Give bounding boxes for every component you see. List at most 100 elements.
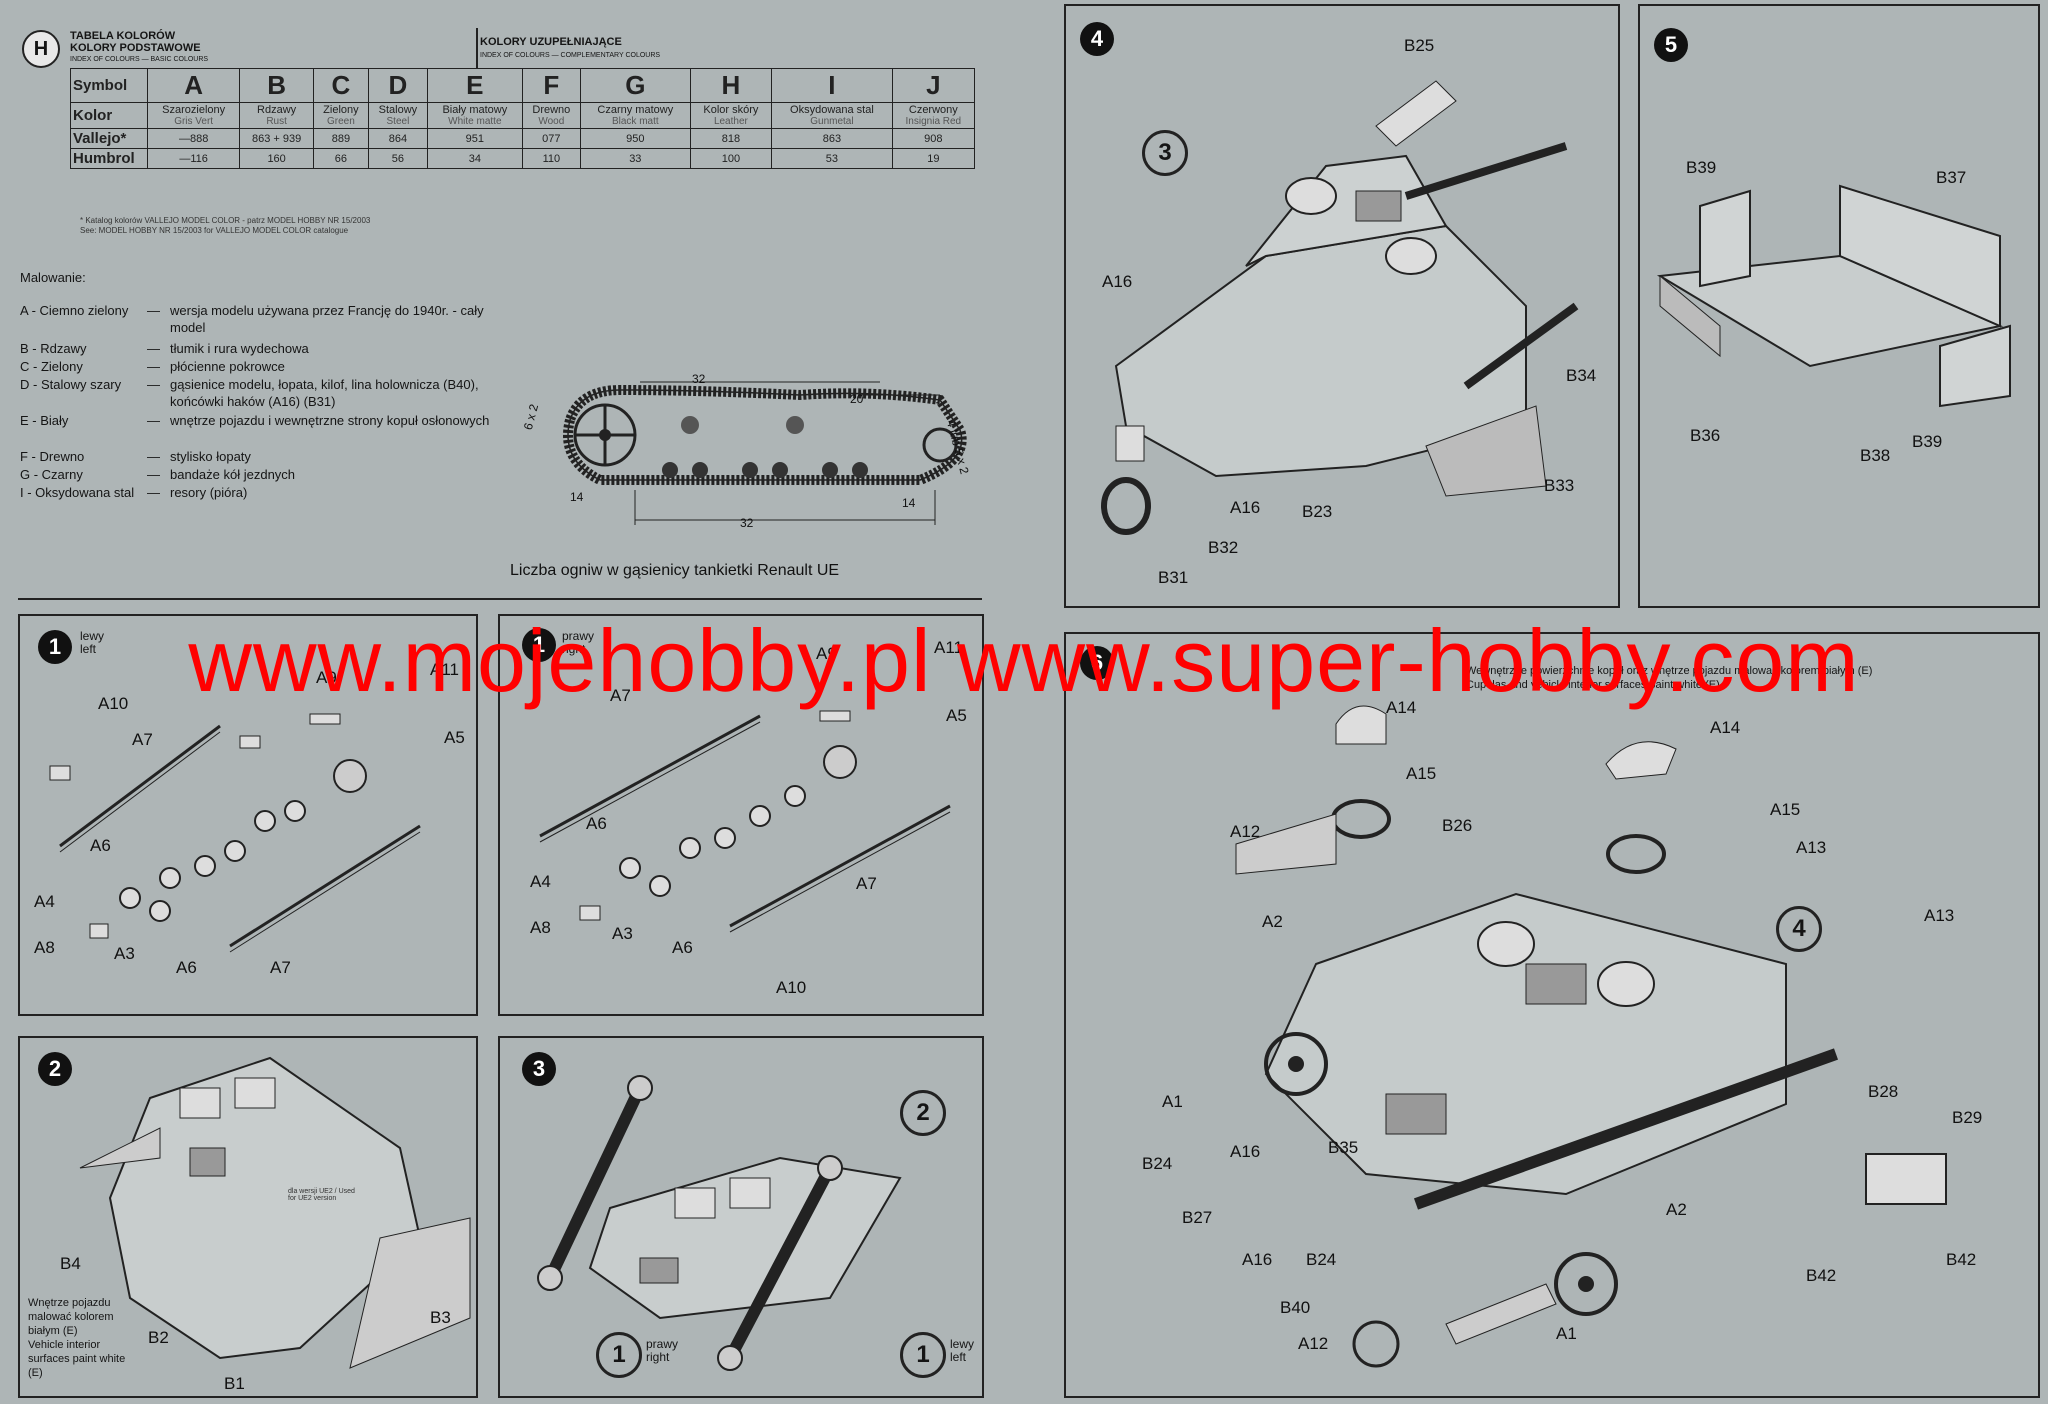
part-label: A9	[316, 668, 337, 687]
paint-value: tłumik i rura wydechowa	[170, 341, 309, 356]
part-label: B33	[1544, 476, 1575, 495]
color-pl: Rdzawy	[257, 104, 297, 116]
side-en: left	[950, 1350, 967, 1364]
vallejo-cell: —888	[146, 128, 241, 149]
part-label: B1	[224, 1374, 245, 1393]
step-3-number: 3	[522, 1052, 556, 1086]
part-label: A16	[1230, 498, 1261, 517]
col-letter: G	[579, 68, 691, 103]
paint-key: I - Oksydowana stal	[20, 485, 135, 500]
comp-sub-en: INDEX OF COLOURS — COMPLEMENTARY COLOURS	[480, 52, 661, 59]
step-1-right-side: prawy right	[562, 630, 594, 656]
track-top-count: 32	[692, 372, 706, 386]
part-label: B38	[1860, 446, 1891, 465]
part-label: A1	[1556, 1324, 1577, 1343]
part-label: A3	[612, 924, 633, 943]
humbrol-cell: —116	[146, 148, 241, 169]
part-label: A6	[672, 938, 693, 957]
row-label-symbol: Symbol	[70, 68, 148, 103]
step-4-ref-3: 3	[1142, 130, 1188, 176]
part-label: A6	[586, 814, 607, 833]
step-6-panel: 6 4 Wewnętrzne powierzchnie kopuł oraz w…	[1064, 632, 2040, 1398]
step-1-left-drawing	[49, 713, 421, 953]
basic-colours-title: TABELA KOLORÓW KOLORY PODSTAWOWE INDEX O…	[70, 30, 208, 66]
vallejo-cell: 863 + 939	[239, 128, 314, 149]
col-letter: F	[521, 68, 581, 103]
part-label: B27	[1182, 1208, 1213, 1227]
step-6-number: 6	[1080, 646, 1114, 680]
step-3-ref-left: 1	[900, 1332, 946, 1378]
part-label: B34	[1566, 366, 1597, 385]
part-label: A11	[430, 660, 459, 679]
paint-value: bandaże kół jezdnych	[170, 467, 296, 482]
side-pl: lewy	[950, 1337, 975, 1351]
part-label: A2	[1666, 1200, 1687, 1219]
painting-list: A - Ciemno zielony—wersja modelu używana…	[20, 302, 500, 502]
part-label: A14	[1710, 718, 1741, 737]
paint-dash: —	[147, 359, 160, 374]
paint-key: D - Stalowy szary	[20, 377, 122, 392]
paint-key: B - Rdzawy	[20, 341, 87, 356]
paint-value: stylisko łopaty	[170, 449, 251, 464]
part-label: A15	[1406, 764, 1437, 783]
comp-title-pl: KOLORY UZUPEŁNIAJĄCE	[480, 36, 622, 48]
step-1-right-drawing	[539, 710, 951, 933]
part-label: B24	[1306, 1250, 1337, 1269]
painting-heading: Malowanie:	[20, 270, 86, 285]
side-pl: prawy	[646, 1337, 679, 1351]
humbrol-cell: 19	[891, 148, 976, 169]
part-label: A1	[1162, 1092, 1183, 1111]
part-label: B23	[1302, 502, 1333, 521]
col-letter: I	[771, 68, 893, 103]
part-label: A4	[530, 872, 551, 891]
color-en: Gris Vert	[174, 116, 214, 127]
row-label-kolor: Kolor	[70, 102, 148, 129]
part-label: B35	[1328, 1138, 1359, 1157]
vallejo-cell: 908	[891, 128, 976, 149]
color-en: Green	[327, 116, 355, 127]
part-label: B32	[1208, 538, 1239, 557]
part-label: B37	[1936, 168, 1967, 187]
step-3-ref-right: 1	[596, 1332, 642, 1378]
color-en: Steel	[386, 116, 410, 127]
part-label: A10	[776, 978, 807, 997]
humbrol-cell: 34	[426, 148, 523, 169]
paint-dash: —	[147, 413, 160, 428]
paint-dash: —	[147, 377, 160, 392]
note-pl: Wnętrze pojazdu malować kolorem białym (…	[28, 1297, 114, 1337]
part-label: A5	[946, 706, 967, 725]
part-label: A9	[816, 644, 837, 663]
paint-dash: —	[147, 303, 160, 318]
paint-dash: —	[147, 467, 160, 482]
paint-value: płócienne pokrowce	[170, 359, 285, 374]
paint-dash: —	[147, 485, 160, 500]
part-label: B36	[1690, 426, 1721, 445]
part-label: B2	[148, 1328, 169, 1347]
col-letter: C	[312, 68, 369, 103]
part-label: A12	[1230, 822, 1261, 841]
color-pl: Drewno	[532, 104, 571, 116]
col-letter: B	[239, 68, 314, 103]
basic-sub-en: INDEX OF COLOURS — BASIC COLOURS	[70, 56, 209, 63]
humbrol-cell: 160	[239, 148, 314, 169]
step-2-number: 2	[38, 1052, 72, 1086]
vallejo-cell: 889	[312, 128, 369, 149]
step-1-right-number: 1	[522, 628, 556, 662]
track-diagram	[563, 381, 967, 525]
note-en: Vehicle interior surfaces paint white (E…	[28, 1339, 126, 1379]
footnote-pl: * Katalog kolorów VALLEJO MODEL COLOR - …	[80, 216, 371, 225]
part-label: A7	[856, 874, 877, 893]
part-label: B42	[1946, 1250, 1977, 1269]
step-1-left-panel: 1 lewy left A10 A9 A11 A7 A5 A6 A4 A8 A3…	[18, 614, 478, 1016]
note-pl: Wewnętrzne powierzchnie kopuł oraz wnętr…	[1466, 665, 1873, 677]
colour-table: Symbol A B C D E F G H I J Kolor Szarozi…	[70, 68, 976, 169]
side-en: right	[646, 1350, 670, 1364]
humbrol-cell: 33	[579, 148, 691, 169]
part-label: A8	[530, 918, 551, 937]
color-pl: Szarozielony	[162, 104, 226, 116]
part-label: A16	[1242, 1250, 1273, 1269]
